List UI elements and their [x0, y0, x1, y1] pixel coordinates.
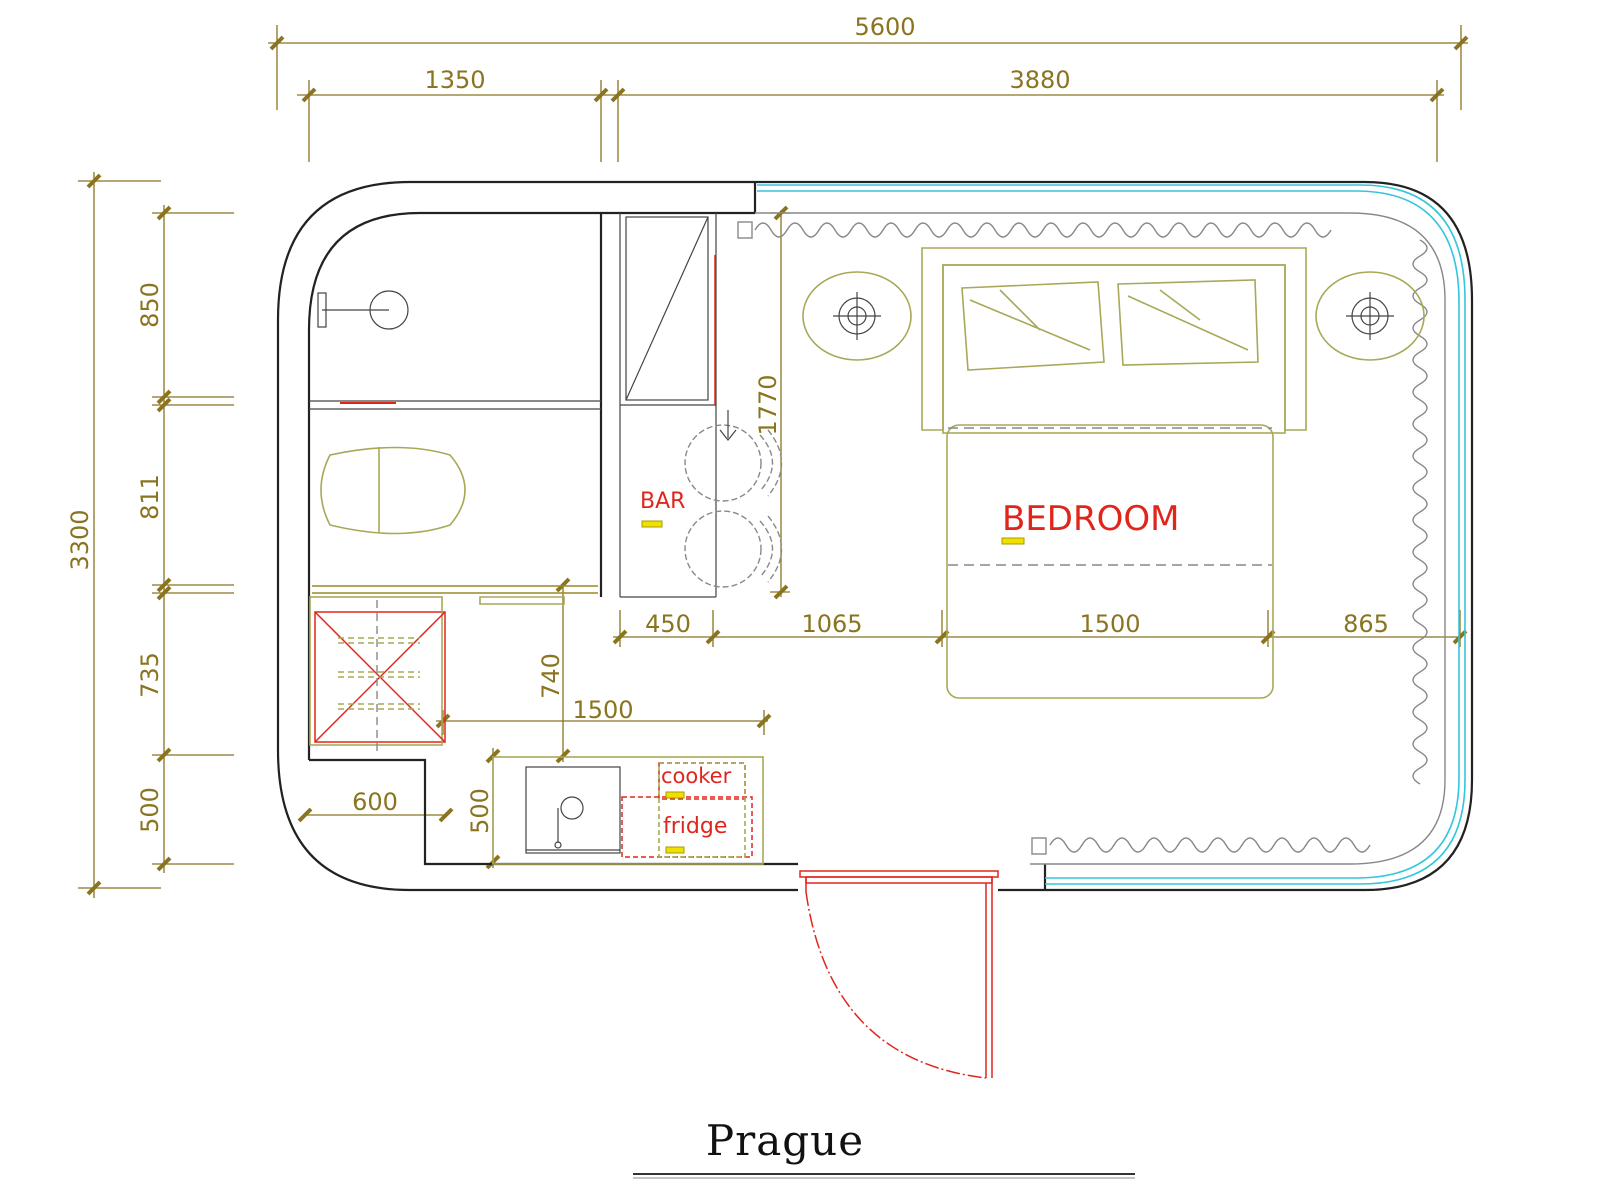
dim-bar-1770: 1770: [754, 374, 782, 435]
dim-740: 740: [537, 653, 565, 699]
curtain-box-top: [737, 221, 753, 239]
dim-top-total: 5600: [854, 13, 915, 41]
dim-row-1065: 1065: [801, 610, 862, 638]
dim-left-811: 811: [136, 474, 164, 520]
dim-bottom-600: 600: [352, 788, 398, 816]
dim-left-500: 500: [136, 787, 164, 833]
dim-left-total: 3300: [66, 509, 94, 570]
dim-row-865: 865: [1343, 610, 1389, 638]
dim-top-right: 3880: [1009, 66, 1070, 94]
dim-kitchen-1500: 1500: [572, 696, 633, 724]
bedroom-label: BEDROOM: [1002, 499, 1179, 539]
bar-label: BAR: [640, 489, 685, 514]
dimension-ticks: [86, 35, 1469, 896]
dim-left-850: 850: [136, 282, 164, 328]
fridge-label: fridge: [663, 814, 727, 839]
outer-walls: [276, 180, 1474, 892]
curtain-right: [1412, 239, 1428, 785]
plan-title: Prague: [706, 1116, 864, 1165]
dim-row-1500: 1500: [1079, 610, 1140, 638]
shower-tray: [314, 611, 446, 743]
dim-row-450: 450: [645, 610, 691, 638]
dim-top-left: 1350: [424, 66, 485, 94]
kitchen: [492, 756, 764, 865]
curtain-bottom: [1049, 837, 1371, 853]
bedroom-furniture: [802, 247, 1425, 699]
curtain-box-bottom: [1031, 837, 1047, 855]
glazing: [755, 184, 1466, 885]
bar-area: [619, 213, 783, 598]
curtain-top: [754, 222, 1332, 238]
cooker-label: cooker: [661, 764, 732, 788]
bathroom: [309, 213, 603, 755]
entry-door: [799, 870, 999, 1079]
dim-left-735: 735: [136, 652, 164, 698]
dim-bottom-500: 500: [466, 788, 494, 834]
